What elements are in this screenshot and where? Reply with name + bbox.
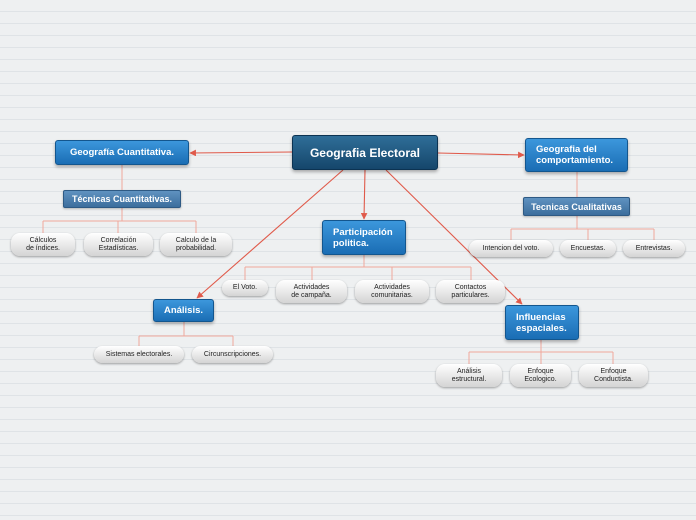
leaf-label: Análisis estructural. [451,367,487,383]
connector-root-comportamiento [437,151,525,159]
leaf-label: Correlación Estadísticas. [98,236,139,252]
leaf-actividades-campana[interactable]: Actividades de campaña. [276,280,347,303]
topic-geografia-cuantitativa[interactable]: Geografía Cuantitativa. [55,140,189,165]
leaf-label: Cálculos de índices. [26,236,60,252]
leaf-label: Circunscripciones. [203,350,262,358]
connector-root-analisis [196,169,344,299]
root-node-label: Geografia Electoral [309,145,421,160]
connector-participacion-leaves [244,255,472,280]
subtopic-tecnicas-cuantitativas[interactable]: Técnicas Cuantitativas. [63,190,181,208]
connector-cuantitativa-leaves [42,208,197,233]
subtopic-label: Tecnicas Cualitativas [531,201,622,212]
connector-analisis-leaves [138,322,234,346]
leaf-encuestas[interactable]: Encuestas. [560,240,616,257]
leaf-enfoque-conductista[interactable]: Enfoque Conductista. [579,364,648,387]
topic-participacion-politica[interactable]: Participación politica. [322,220,406,255]
leaf-label: Sistemas electorales. [105,350,173,358]
leaf-enfoque-ecologico[interactable]: Enfoque Ecologico. [510,364,571,387]
leaf-entrevistas[interactable]: Entrevistas. [623,240,685,257]
leaf-label: Calculo de la probabilidad. [175,236,217,252]
topic-label: Análisis. [163,305,204,316]
topic-label: Influencias espaciales. [516,311,567,334]
topic-label: Geografía Cuantitativa. [70,147,174,158]
topic-label: Participación politica. [333,226,393,249]
connector-influencias-leaves [468,340,614,364]
leaf-label: Actividades de campaña. [291,283,332,299]
leaf-label: Enfoque Conductista. [594,367,633,383]
connector-comportamiento-leaves [510,216,655,240]
leaf-actividades-comunitarias[interactable]: Actividades comunitarias. [355,280,429,303]
leaf-label: Contactos particulares. [451,283,490,299]
leaf-calculo-probabilidad[interactable]: Calculo de la probabilidad. [160,233,232,256]
connector-root-cuantitativa [189,149,293,157]
leaf-sistemas-electorales[interactable]: Sistemas electorales. [94,346,184,363]
leaf-label: Intencion del voto. [482,244,540,252]
leaf-label: Encuestas. [570,244,606,252]
topic-geografia-comportamiento[interactable]: Geografia del comportamiento. [525,138,628,172]
topic-influencias-espaciales[interactable]: Influencias espaciales. [505,305,579,340]
leaf-label: Enfoque Ecologico. [524,367,557,383]
subtopic-label: Técnicas Cuantitativas. [71,194,173,204]
leaf-intencion-voto[interactable]: Intencion del voto. [469,240,553,257]
connector-root-participacion [360,169,368,220]
leaf-circunscripciones[interactable]: Circunscripciones. [192,346,273,363]
topic-analisis[interactable]: Análisis. [153,299,214,322]
leaf-label: El Voto. [232,284,258,291]
leaf-label: Entrevistas. [635,244,673,252]
leaf-el-voto[interactable]: El Voto. [222,280,268,296]
root-node[interactable]: Geografia Electoral [292,135,438,170]
subtopic-tecnicas-cualitativas[interactable]: Tecnicas Cualitativas [523,197,630,216]
leaf-correlacion-estadisticas[interactable]: Correlación Estadísticas. [84,233,153,256]
leaf-contactos-particulares[interactable]: Contactos particulares. [436,280,505,303]
topic-label: Geografia del comportamiento. [536,144,614,166]
leaf-calculos-indices[interactable]: Cálculos de índices. [11,233,75,256]
leaf-label: Actividades comunitarias. [371,283,413,299]
leaf-analisis-estructural[interactable]: Análisis estructural. [436,364,502,387]
